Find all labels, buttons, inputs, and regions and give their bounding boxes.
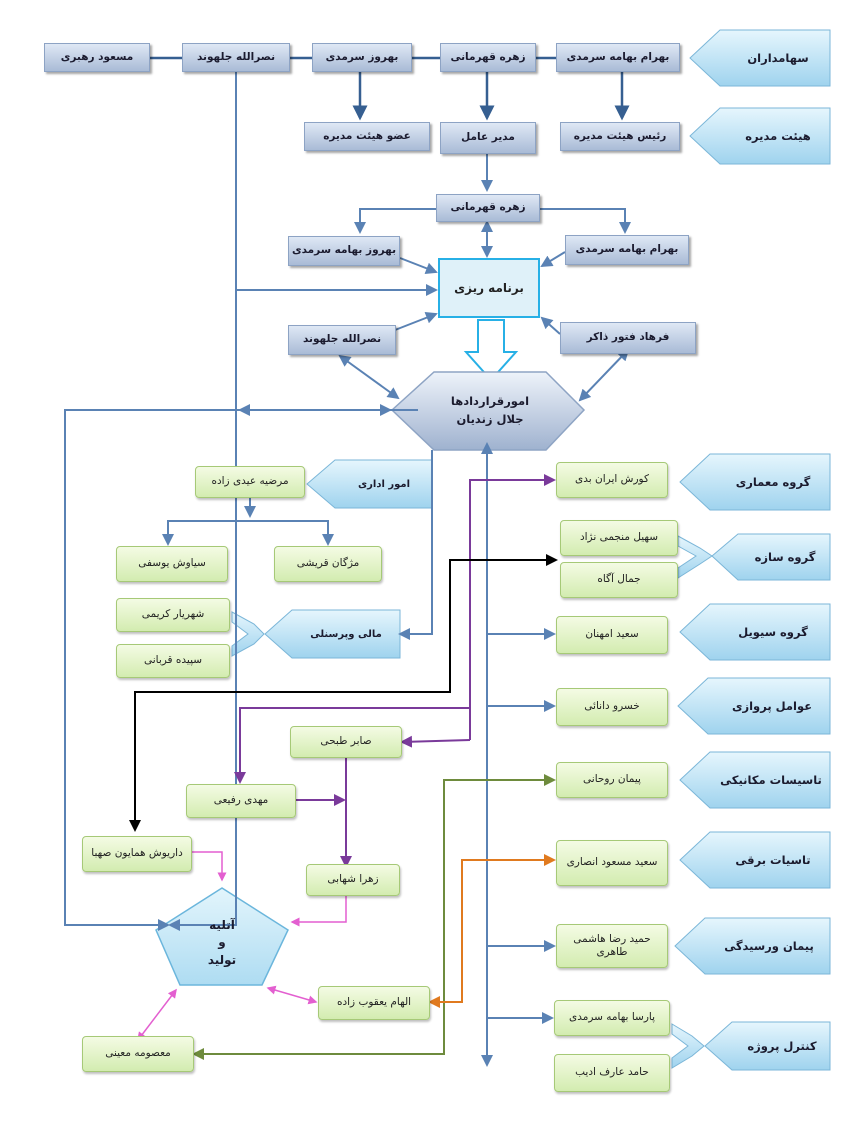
box-marzieh: مرضیه عیدی زاده [195, 466, 305, 498]
contracts-title: امورقراردادها [450, 394, 530, 408]
label-mechanical: تاسیسات مکانیکی [720, 773, 822, 787]
workshop-label: آتلیه و تولید [180, 904, 264, 982]
planning-down-arrow [463, 319, 519, 382]
box-zahra: زهرا شهابی [306, 864, 400, 896]
label-finance: مالی وپرسنلی [310, 628, 382, 640]
label-surveying: پیمان ورسیدگی [724, 939, 814, 953]
arrow-shape-electrical [679, 831, 831, 889]
box-peyman: پیمان روحانی [556, 762, 668, 798]
workshop-line-2: و [218, 935, 226, 950]
box-khosrow: خسرو دانائی [556, 688, 668, 726]
box-farhad: فرهاد فتور ذاکر [560, 322, 696, 354]
label-electrical: تاسیات برقی [735, 853, 811, 867]
box-jamal: جمال آگاه [560, 562, 678, 598]
box-zohreh-shareholder: زهره قهرمانی [440, 43, 536, 72]
bracket-control [671, 1023, 705, 1069]
box-zohreh-planning: زهره قهرمانی [436, 194, 540, 222]
label-airport: عوامل پروازی [731, 699, 813, 713]
box-sepideh: سپیده قربانی [116, 644, 230, 678]
box-bahram-shareholder: بهرام بهامه سرمدی [556, 43, 680, 72]
box-nasrollah-shareholder: نصرالله جلهوند [182, 43, 290, 72]
box-mojgan: مژگان قریشی [274, 546, 382, 582]
box-parsa: پارسا بهامه سرمدی [554, 1000, 670, 1036]
box-nasrollah-planning: نصرالله جلهوند [288, 325, 396, 355]
box-masoud: مسعود رهبری [44, 43, 150, 72]
workshop-line-3: تولید [207, 952, 237, 967]
arrow-shape-shareholders [689, 29, 831, 87]
label-admin: امور اداری [357, 478, 411, 490]
contracts-label: امورقراردادها جلال زندیان [420, 380, 560, 440]
box-shahryar: شهریار کریمی [116, 598, 230, 632]
box-board-member: عضو هیئت مدیره [304, 122, 430, 151]
label-architecture: گروه معماری [735, 475, 811, 489]
box-hamidreza: حمید رضا هاشمی طاهری [556, 924, 668, 968]
bracket-structure [677, 535, 713, 579]
arrow-shape-control [704, 1021, 831, 1071]
contracts-head: جلال زندیان [456, 412, 524, 426]
box-saeed-ma: سعید مسعود انصاری [556, 840, 668, 886]
box-elham: الهام یعقوب زاده [318, 986, 430, 1020]
arrow-shape-surveying [674, 917, 831, 975]
arrow-shape-board [689, 107, 831, 165]
label-civil: گروه سیویل [738, 625, 808, 639]
box-hamed: حامد عارف ادیب [554, 1054, 670, 1092]
arrow-shape-airport [677, 677, 831, 735]
label-control: کنترل پروژه [747, 1039, 817, 1053]
arrow-shape-mechanical [679, 751, 831, 809]
label-shareholders: سهامداران [747, 51, 809, 65]
box-saeed-em: سعید امهنان [556, 616, 668, 654]
workshop-line-1: آتلیه [209, 917, 235, 932]
label-structure: گروه سازه [754, 550, 816, 564]
box-behrouz-planning: بهروز بهامه سرمدی [288, 236, 400, 266]
box-behrouz-shareholder: بهروز سرمدی [312, 43, 412, 72]
box-soheil: سهیل منجمی نژاد [560, 520, 678, 556]
box-siavash: سیاوش یوسفی [116, 546, 228, 582]
label-board: هیئت مدیره [745, 129, 811, 143]
box-bahram-planning: بهرام بهامه سرمدی [565, 235, 689, 265]
arrow-shape-civil [679, 603, 831, 661]
box-chairman: رئیس هیئت مدیره [560, 122, 680, 151]
box-kourosh: کورش ایران بدی [556, 462, 668, 498]
arrow-shape-structure [711, 533, 831, 581]
planning-box: برنامه ریزی [438, 258, 540, 318]
box-ceo: مدیر عامل [440, 122, 536, 154]
contracts-hexagon [390, 371, 586, 451]
arrow-shape-architecture [679, 453, 831, 511]
box-masoumeh: معصومه معینی [82, 1036, 194, 1072]
box-dariush: داریوش همایون صهبا [82, 836, 192, 872]
box-saber: صابر طبحی [290, 726, 402, 758]
box-mehdi: مهدی رفیعی [186, 784, 296, 818]
